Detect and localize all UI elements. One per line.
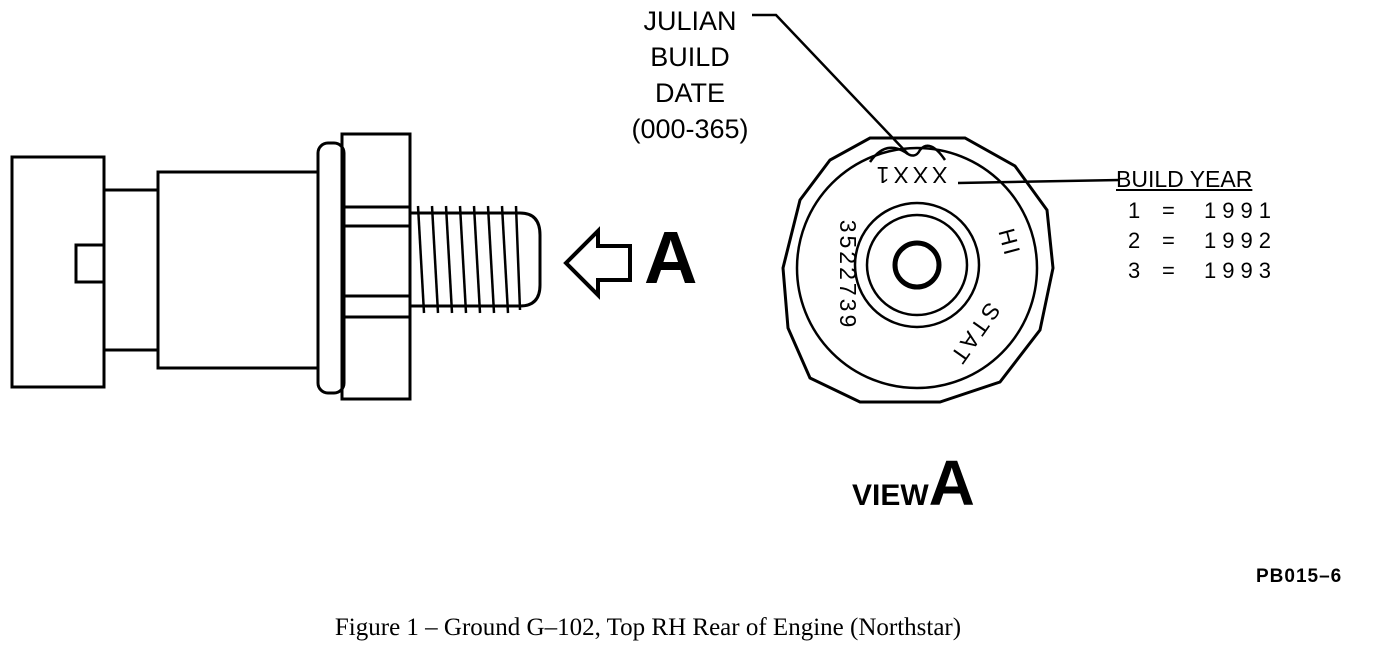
julian-leader-line	[752, 13, 909, 155]
build-year-title: BUILD YEAR	[1116, 166, 1253, 192]
arrow-label: A	[644, 216, 698, 299]
sensor-flange	[316, 141, 346, 395]
date-code-marking: XXX1	[873, 162, 948, 188]
leader-lines	[752, 13, 1121, 185]
figure-code: PB015–6	[1256, 566, 1343, 587]
sensor-housing	[156, 170, 320, 370]
build-year-sep: =	[1162, 258, 1181, 283]
build-year-row: 3 = 1993	[1128, 258, 1277, 284]
build-year-row: 1 = 1991	[1128, 198, 1277, 224]
build-year-value: 1993	[1204, 258, 1277, 283]
threaded-stem	[408, 211, 542, 308]
build-year-code: 1	[1128, 198, 1147, 223]
face-inner-ring	[865, 213, 969, 317]
sensor-side-view	[10, 132, 542, 401]
face-markings: XXX1 3522739 HI STAT	[835, 162, 1026, 371]
face-mid-ring	[853, 201, 981, 329]
julian-line-2: BUILD	[650, 42, 730, 72]
view-letter: A	[928, 447, 975, 519]
hex-nut	[340, 132, 412, 401]
view-word: VIEW	[852, 479, 929, 512]
view-direction-arrow	[563, 226, 632, 300]
thread-lines	[416, 205, 522, 314]
build-year-row: 2 = 1992	[1128, 228, 1277, 254]
sensor-end-view	[781, 136, 1055, 404]
connector-latch	[74, 243, 106, 284]
build-year-value: 1992	[1204, 228, 1277, 253]
julian-line-3: DATE	[654, 78, 725, 108]
build-year-code: 3	[1128, 258, 1147, 283]
build-year-sep: =	[1162, 228, 1181, 253]
connector-neck	[102, 188, 160, 352]
julian-build-date-label: JULIAN BUILD DATE (000-365)	[610, 3, 770, 147]
julian-line-1: JULIAN	[643, 6, 737, 36]
figure-caption: Figure 1 – Ground G–102, Top RH Rear of …	[334, 614, 962, 641]
part-number-marking: 3522739	[835, 220, 861, 331]
face-outer-ring	[795, 146, 1039, 390]
build-year-sep: =	[1162, 198, 1181, 223]
port-hole	[892, 240, 942, 290]
build-year-leader-line	[957, 178, 1121, 185]
julian-line-4: (000-365)	[631, 114, 749, 144]
build-year-code: 2	[1128, 228, 1147, 253]
hi-marking: HI	[993, 226, 1026, 261]
stat-marking: STAT	[943, 298, 1005, 371]
view-a-label: VIEWA	[852, 448, 975, 536]
connector-body	[10, 155, 106, 389]
date-code-brace	[868, 144, 947, 163]
build-year-value: 1991	[1204, 198, 1277, 223]
